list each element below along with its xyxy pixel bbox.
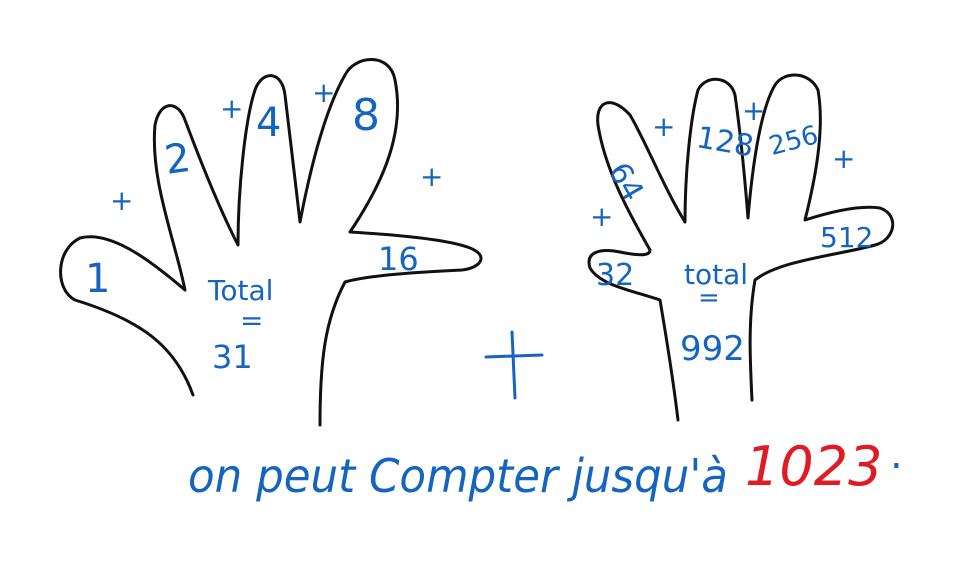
left-total-label: Total (207, 274, 273, 307)
left-finger-value-16: 16 (378, 240, 419, 278)
caption-result: 1023 (745, 435, 882, 498)
right-plus-sign: + (832, 142, 855, 175)
caption-text: on peut Compter jusqu'à (188, 449, 728, 503)
left-plus-sign: + (312, 76, 335, 109)
left-finger-value-4: 4 (256, 100, 281, 146)
combine-plus-sign (484, 330, 544, 400)
left-finger-value-1: 1 (85, 256, 110, 302)
left-equals-sign: = (240, 304, 263, 337)
right-plus-sign: + (652, 110, 675, 143)
left-finger-value-2: 2 (162, 135, 194, 184)
right-finger-value-256: 256 (766, 120, 822, 162)
right-finger-value-32: 32 (596, 258, 634, 293)
right-finger-value-512: 512 (820, 221, 873, 254)
left-hand-outline (59, 58, 483, 427)
left-plus-sign: + (420, 160, 443, 193)
right-plus-sign: + (742, 94, 765, 127)
left-plus-sign: + (110, 184, 133, 217)
right-total-label: total (684, 258, 748, 291)
left-finger-value-8: 8 (352, 90, 380, 141)
caption-period: . (890, 432, 903, 478)
right-equals-sign: = (698, 283, 720, 313)
right-hand-outline (587, 73, 895, 422)
left-total-value: 31 (212, 338, 253, 376)
right-total-value: 992 (680, 329, 745, 369)
right-plus-sign: + (590, 200, 613, 233)
left-plus-sign: + (220, 92, 243, 125)
